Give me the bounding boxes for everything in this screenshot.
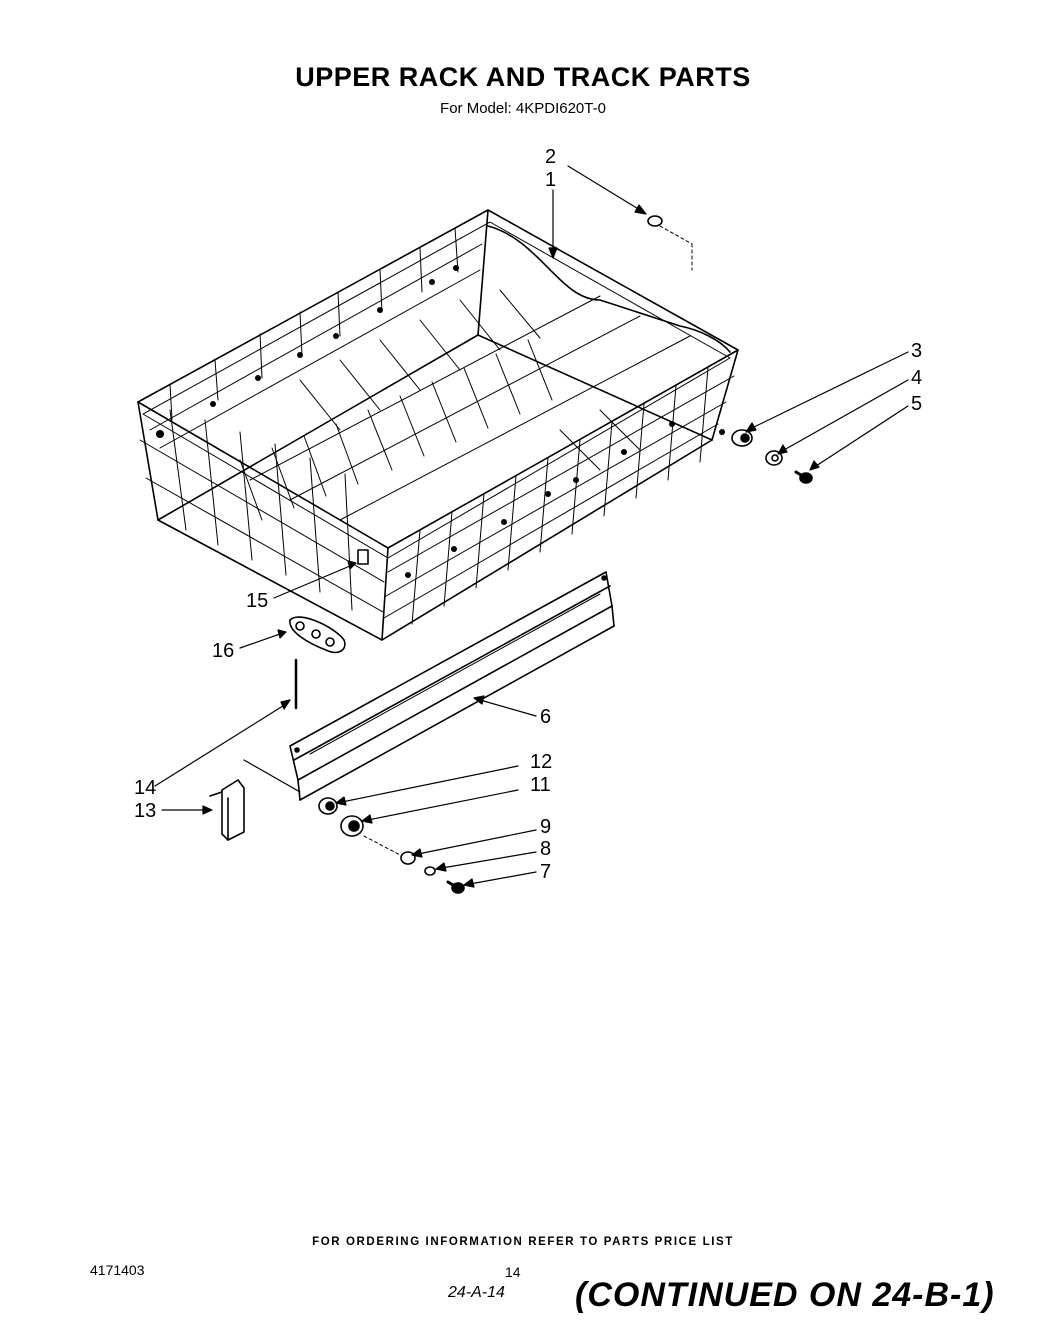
handwritten-reference: 24-A-14 [448, 1284, 505, 1301]
stop-part-2 [647, 215, 693, 271]
callout-1: 1 [545, 169, 556, 191]
callout-9: 9 [540, 816, 551, 838]
callout-13: 13 [134, 800, 156, 822]
axle-part-9 [363, 835, 416, 865]
callout-8: 8 [540, 838, 551, 860]
screw-part-7 [446, 880, 465, 894]
ordering-note: FOR ORDERING INFORMATION REFER TO PARTS … [312, 1236, 734, 1248]
track-rail [289, 571, 615, 801]
clip-part-16 [289, 616, 346, 654]
leader-lines [154, 165, 909, 888]
track-stop-part-13 [209, 779, 245, 841]
callout-12: 12 [530, 751, 552, 773]
continued-note: (CONTINUED ON 24-B-1) [575, 1276, 995, 1314]
washer-part-8 [424, 866, 436, 876]
callout-15: 15 [246, 590, 268, 612]
callout-4: 4 [911, 367, 922, 389]
page-title: UPPER RACK AND TRACK PARTS [295, 62, 751, 92]
callout-6: 6 [540, 706, 551, 728]
model-subtitle: For Model: 4KPDI620T-0 [440, 100, 606, 117]
callout-16: 16 [212, 640, 234, 662]
callout-3: 3 [911, 340, 922, 362]
document-number: 4171403 [90, 1262, 145, 1278]
callout-7: 7 [540, 861, 551, 883]
callout-5: 5 [911, 393, 922, 415]
upper-rack [137, 209, 739, 641]
callout-2: 2 [545, 146, 556, 168]
callout-labels: 2 1 3 4 5 15 16 6 12 11 14 13 9 8 7 [134, 146, 922, 883]
wheel-part-11 [340, 815, 364, 837]
screw-part-5 [794, 470, 813, 484]
page-number: 14 [505, 1264, 521, 1280]
callout-11: 11 [530, 774, 551, 796]
roller-part-12 [318, 797, 338, 815]
callout-14: 14 [134, 777, 156, 799]
roller-part-3 [731, 429, 753, 447]
